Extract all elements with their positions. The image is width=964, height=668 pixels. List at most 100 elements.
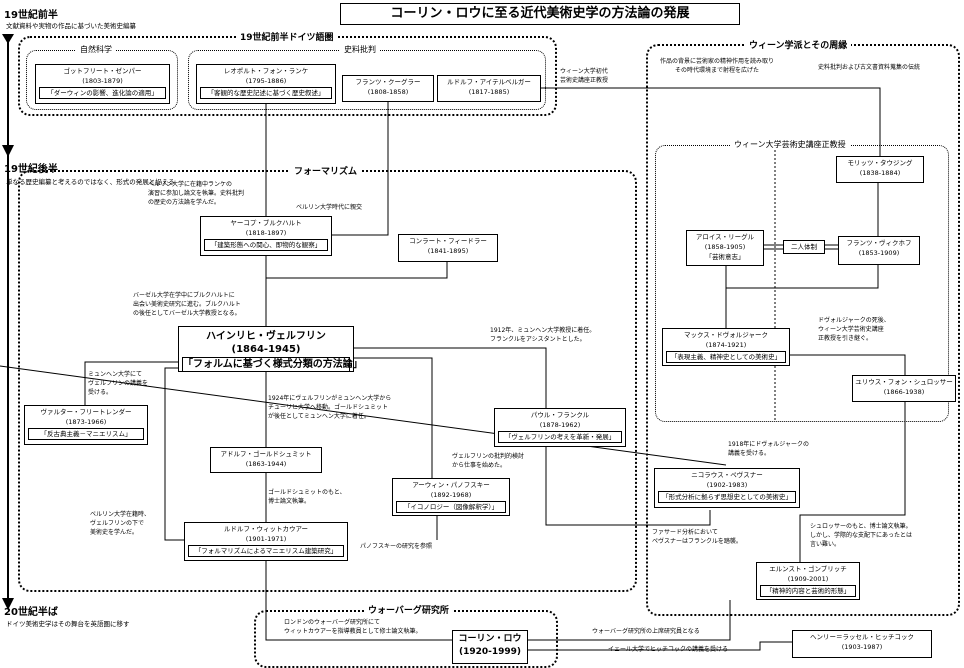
person-work: 「客観的な歴史記述に基づく歴史叙述」	[200, 87, 332, 99]
person-riegl: アロイス・リーグル (1858-1905) 「芸術意志」	[686, 230, 764, 266]
person-years: (1903-1987)	[841, 643, 883, 651]
person-name: マックス・ドヴォルジャーク	[684, 331, 768, 339]
group-formalism-label: フォーマリズム	[290, 164, 362, 177]
era-label-early19: 19世紀前半	[4, 10, 58, 21]
note-warburg-lecturer: ウォーバーグ研究所の上席研究員となる	[592, 628, 700, 635]
person-thausing: モリッツ・タウジング (1838-1884)	[836, 156, 924, 183]
person-work: 「反古典主義－マニエリスム」	[28, 428, 144, 440]
era-label-mid20: 20世紀半ば	[4, 607, 58, 618]
person-years: (1902-1983)	[706, 481, 748, 489]
person-wittkower: ルドルフ・ウィットカウアー (1901-1971) 「フォルマリズムによるマニエ…	[184, 522, 348, 561]
person-ranke: レオポルト・フォン・ランケ (1795-1886) 「客観的な歴史記述に基づく歴…	[196, 64, 336, 104]
person-name: ヤーコプ・ブルクハルト	[230, 219, 302, 227]
person-years: (1909-2001)	[787, 575, 829, 583]
person-work: 「イコノロジー（図像解釈学）」	[396, 501, 506, 513]
note-panofsky-ref: パノフスキーの研究を参照	[360, 543, 433, 550]
line-frankl-pevsner	[545, 447, 711, 526]
person-years: (1853-1909)	[858, 249, 900, 257]
person-work: 「芸術意志」	[705, 253, 745, 261]
line-wolfflin-panofsky	[354, 357, 433, 478]
note-vienna-intro: 作品の背景に芸術家の精神作用を読み取り その時代環境まで射程を広げた	[660, 58, 775, 74]
era-note-early19: 文献資料や実物の作品に基づいた美術史編纂	[6, 22, 136, 30]
note-burckhardt-berlin: ベルリン大学に在籍中ランケの 演習に参加し論文を執筆。史料批判 の歴史の方法論を…	[148, 181, 245, 206]
person-years: (1878-1962)	[539, 421, 581, 429]
person-name: ハインリヒ・ヴェルフリン	[206, 331, 326, 342]
person-years: (1808-1858)	[367, 88, 409, 96]
person-name: ヘンリー＝ラッセル・ヒッチコック	[810, 633, 914, 641]
note-panofsky-critique: ヴェルフリンの批判的検討 から仕事を始めた。	[452, 453, 525, 469]
era-note-mid20: ドイツ美術史学はその舞台を英語圏に移す	[6, 620, 130, 628]
note-berlin-friend: ベルリン大学時代に親交	[296, 204, 363, 211]
person-work: 「ダーウィンの影響、進化論の適用」	[39, 87, 166, 99]
person-years: (1818-1897)	[245, 229, 287, 237]
person-years: (1863-1944)	[245, 460, 287, 468]
person-schlosser: ユリウス・フォン・シュロッサー (1866-1938)	[852, 375, 956, 402]
person-name: レオポルト・フォン・ランケ	[223, 67, 309, 75]
line-kugler-burckhardt	[331, 102, 389, 236]
person-fiedler: コンラート・フィードラー (1841-1895)	[398, 234, 498, 262]
line-fiedler	[266, 262, 448, 279]
line-wolfflin-frankl	[354, 347, 547, 408]
person-name: フランツ・クーグラー	[355, 78, 421, 86]
person-eitelberger: ルドルフ・アイテルベルガー (1817-1885)	[437, 75, 541, 102]
note-goldschmidt-thesis: ゴールドシュミットのもと、 博士論文執筆。	[268, 489, 346, 505]
group-natural-science-label: 自然科学	[76, 44, 116, 55]
group-vienna-chair-label: ウィーン大学芸術史講座正教授	[730, 139, 850, 150]
person-years: (1874-1921)	[705, 341, 747, 349]
group-vienna-label: ウィーン学派とその周縁	[745, 38, 852, 51]
note-pevsner-1918: 1918年にドヴォルジャークの 講義を受ける。	[728, 441, 809, 457]
person-years: (1795-1886)	[245, 77, 287, 85]
dual-system-label: 二人体制	[783, 240, 825, 254]
note-pevsner-frankl: ファサード分析において ペヴスナーはフランクルを踏襲。	[652, 529, 742, 545]
person-name: ユリウス・フォン・シュロッサー	[855, 378, 953, 386]
person-name: アロイス・リーグル	[695, 233, 755, 241]
person-years: (1920-1999)	[458, 647, 522, 657]
note-wolfflin-1924: 1924年にヴェルフリンがミュンヘン大学から チューリヒ大学へ移動。ゴールドシュ…	[268, 395, 392, 420]
person-work: 「形式分析に拠らず思想史としての美術史」	[658, 491, 796, 503]
person-name: ニコラウス・ペヴスナー	[691, 471, 763, 479]
person-name: コーリン・ロウ	[458, 634, 522, 644]
line-hitchcock-rowe	[528, 641, 792, 651]
group-warburg-label: ウォーバーグ研究所	[364, 603, 453, 616]
person-name: アーウィン・パノフスキー	[412, 481, 490, 489]
note-vienna-tradition: 史料批判および古文書資料蒐集の伝統	[818, 64, 921, 71]
person-name: ルドルフ・ウィットカウアー	[223, 525, 309, 533]
person-years: (1866-1938)	[883, 388, 925, 396]
person-panofsky: アーウィン・パノフスキー (1892-1968) 「イコノロジー（図像解釈学）」	[392, 478, 510, 516]
person-name: パウル・フランクル	[530, 411, 590, 419]
person-years: (1803-1879)	[82, 77, 123, 85]
person-hitchcock: ヘンリー＝ラッセル・ヒッチコック (1903-1987)	[792, 630, 932, 658]
person-work: 「精神的内容と芸術的形態」	[760, 585, 856, 597]
person-work: 「ヴェルフリンの考えを革新・発展」	[498, 431, 622, 443]
person-friedlaender: ヴァルター・フリートレンダー (1873-1966) 「反古典主義－マニエリスム…	[24, 405, 148, 445]
person-gombrich: エルンスト・ゴンブリッチ (1909-2001) 「精神的内容と芸術的形態」	[756, 562, 860, 600]
person-name: モリッツ・タウジング	[847, 159, 913, 167]
timeline-arrowhead	[2, 598, 14, 610]
person-work: 「表現主義、精神史としての美術史」	[666, 351, 786, 363]
note-rowe-london: ロンドンのウォーバーグ研究所にて ウィットカウアーを指導教員として修士論文執筆。	[284, 619, 422, 635]
person-name: アドルフ・ゴールドシュミット	[220, 450, 312, 458]
person-rowe: コーリン・ロウ (1920-1999)	[452, 630, 528, 664]
person-wickhoff: フランツ・ヴィクホフ (1853-1909)	[838, 236, 920, 265]
note-gombrich-thesis: シュロッサーのもと、博士論文執筆。 しかし、学際的な支配下にあったとは 言い難い…	[810, 523, 913, 548]
note-dvorak-succ: ドヴォルジャークの死後、 ウィーン大学芸術史講座 正教授を引き継ぐ。	[818, 317, 890, 342]
era-note-late19: 単なる歴史編纂と考えるのではなく、形式の発展と捉える	[6, 178, 175, 186]
person-years: (1841-1895)	[427, 247, 469, 255]
note-friedlaender-munich: ミュンヘン大学にて ヴェルフリンの講義を 受ける。	[88, 371, 149, 396]
line-gombrich-rowe	[528, 600, 731, 641]
group-source-criticism-label: 史料批判	[340, 44, 380, 55]
line-wittkower-rowe	[265, 561, 452, 641]
person-semper: ゴットフリート・ゼンパー (1803-1879) 「ダーウィンの影響、進化論の適…	[35, 64, 170, 104]
person-burckhardt: ヤーコプ・ブルクハルト (1818-1897) 「建築形態への関心、即物的な観察…	[200, 216, 332, 256]
person-years: (1838-1884)	[859, 169, 901, 177]
person-work: 「建築形態への関心、即物的な観察」	[204, 239, 328, 251]
person-wolfflin: ハインリヒ・ヴェルフリン (1864-1945) 「フォルムに基づく様式分類の方…	[178, 326, 363, 372]
note-wittkower-berlin: ベルリン大学在籍時、 ヴェルフリンの下で 美術史を学んだ。	[90, 511, 151, 536]
person-work: 「フォルムに基づく様式分類の方法論」	[182, 357, 363, 372]
note-frankl-munich: 1912年、ミュンヘン大学教授に着任。 フランクルをアシスタントとした。	[490, 326, 596, 344]
diagram-title: コーリン・ロウに至る近代美術史学の方法論の発展	[340, 3, 740, 25]
note-wolfflin-basel: バーゼル大学在学中にブルクハルトに 出会い美術史研究に進む。ブルクハルト の後任…	[133, 292, 241, 317]
group-german-label: 19世紀前半ドイツ語圏	[236, 30, 338, 43]
person-name: エルンスト・ゴンブリッチ	[769, 565, 847, 573]
